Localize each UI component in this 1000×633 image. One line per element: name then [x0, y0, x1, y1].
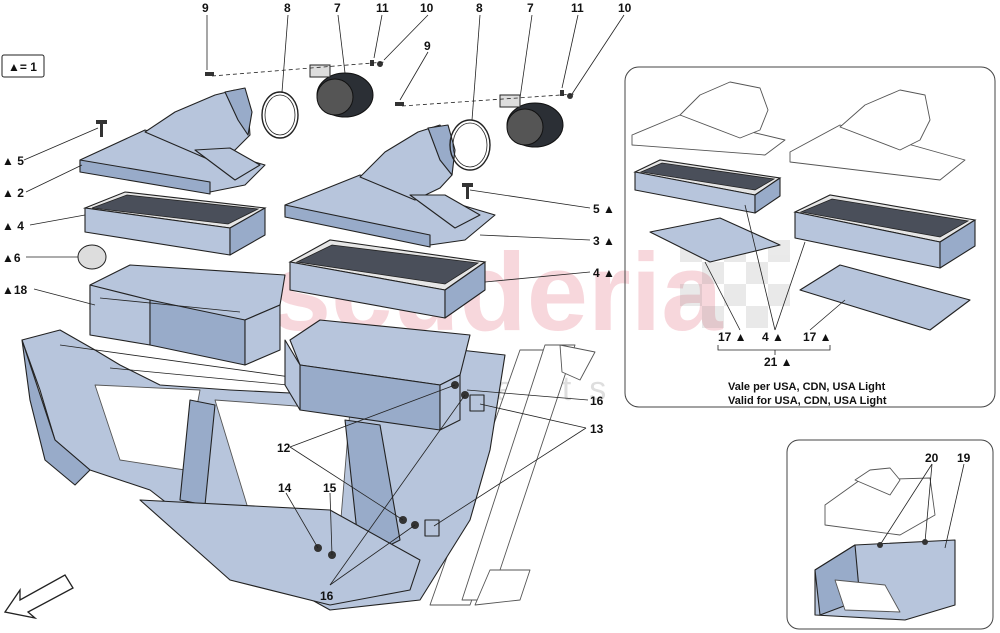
inset-callout-17-right: 17 ▲ [803, 330, 832, 344]
inset-filter-right [793, 194, 977, 269]
inset-callout-21: 21 ▲ [764, 355, 793, 369]
inset-ghost-covers [631, 81, 966, 181]
cap [77, 244, 107, 270]
callout-15: 15 [323, 481, 337, 495]
fasteners [96, 60, 576, 199]
radiator-frame [429, 344, 596, 606]
air-filter-left [82, 191, 267, 256]
callout-8: 8 [284, 1, 291, 15]
legend-text: ▲= 1 [8, 60, 37, 74]
legend-box: ▲= 1 [1, 54, 45, 78]
air-flow-meter-right [499, 94, 564, 148]
callout-10: 10 [420, 1, 434, 15]
callout-4-left: ▲ 4 [2, 219, 24, 233]
callout-7-second: 7 [527, 1, 534, 15]
inset-filter-left [633, 159, 782, 214]
callout-9: 9 [202, 1, 209, 15]
air-box-lower-housing [21, 329, 506, 611]
main-assembly [21, 60, 596, 611]
inset-filter-pads [649, 217, 971, 331]
direction-arrow [3, 574, 74, 620]
callout-11: 11 [376, 1, 389, 15]
callout-labels: 9 8 7 11 10 9 8 7 11 10 ▲ 5 ▲ 2 ▲ 4 ▲6 ▲… [2, 1, 632, 603]
inset-callout-17-left: 17 ▲ [718, 330, 747, 344]
callout-11-second: 11 [571, 1, 584, 15]
callout-9-second: 9 [424, 39, 431, 53]
air-box-cover-left [79, 87, 266, 195]
callout-16-bottom: 16 [320, 589, 334, 603]
seal-ring-right [449, 119, 491, 171]
callout-12: 12 [277, 441, 291, 455]
inset-leader-lines [704, 204, 846, 355]
callout-8-second: 8 [476, 1, 483, 15]
air-filter-right [288, 239, 487, 319]
callout-5-right: 5 ▲ [593, 202, 615, 216]
inset-note-english: Valid for USA, CDN, USA Light [728, 395, 887, 407]
seal-ring-left [261, 91, 299, 139]
air-flow-meter-left [309, 64, 374, 118]
inset-duct-panel: 20 19 [786, 439, 994, 630]
callout-3-right: 3 ▲ [593, 234, 615, 248]
callout-5-left: ▲ 5 [2, 154, 24, 168]
callout-6-left: ▲6 [2, 251, 21, 265]
left-tray [89, 264, 286, 366]
inset-callout-4: 4 ▲ [762, 330, 784, 344]
inset-note-italian: Vale per USA, CDN, USA Light [728, 381, 886, 393]
callout-13: 13 [590, 422, 604, 436]
right-tray [284, 319, 471, 431]
callout-10-second: 10 [618, 1, 632, 15]
inset-callout-20: 20 [925, 451, 939, 465]
callout-2-left: ▲ 2 [2, 186, 24, 200]
leader-lines [23, 14, 625, 586]
callout-18-left: ▲18 [2, 283, 28, 297]
callout-14: 14 [278, 481, 292, 495]
callout-16: 16 [590, 394, 604, 408]
callout-4-right: 4 ▲ [593, 266, 615, 280]
callout-7: 7 [334, 1, 341, 15]
air-box-cover-right [284, 124, 496, 248]
inset-usa-panel: 17 ▲ 4 ▲ 17 ▲ 21 ▲ Vale per USA, CDN, US… [624, 66, 996, 408]
inset-callout-19: 19 [957, 451, 971, 465]
